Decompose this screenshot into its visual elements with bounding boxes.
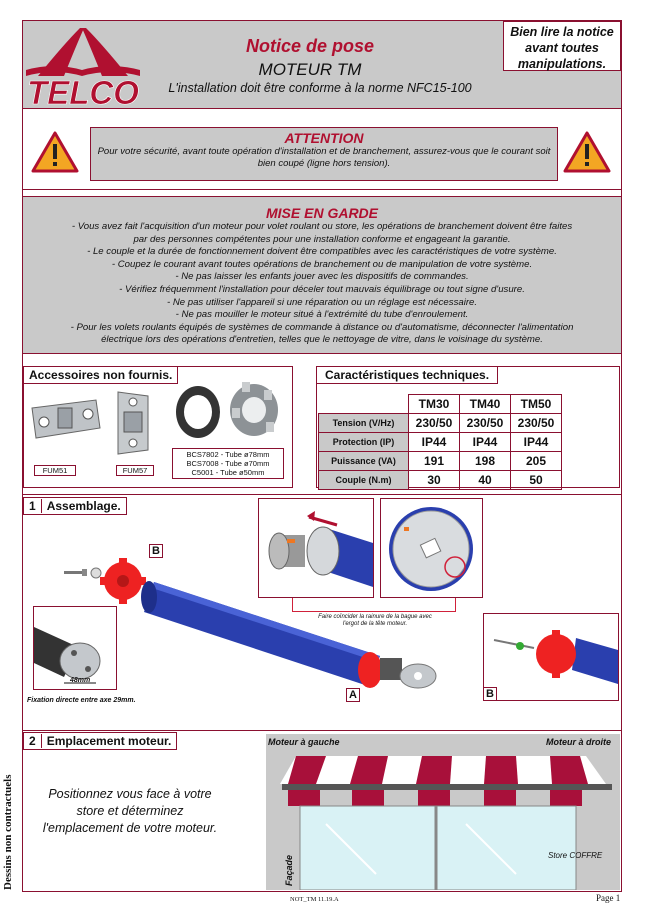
- mise-en-garde-title: MISE EN GARDE: [265, 205, 378, 221]
- row-label: Protection (IP): [318, 432, 409, 452]
- warning-line: - Vous avez fait l'acquisition d'un mote…: [71, 221, 573, 232]
- table-cell: 230/50: [459, 413, 511, 433]
- store-text: Store: [548, 851, 568, 860]
- fum57-label: FUM57: [116, 465, 154, 476]
- page-subtitle: MOTEUR TM: [258, 60, 362, 79]
- label-b: B: [483, 687, 497, 701]
- warning-line: par des personnes compétentes pour une i…: [133, 233, 511, 245]
- attention-box: ATTENTION Pour votre sécurité, avant tou…: [90, 127, 558, 181]
- read-notice-box: Bien lire la notice avant toutes manipul…: [503, 21, 621, 71]
- table-cell: 230/50: [408, 413, 460, 433]
- note-line: Faire coïncider la rainure de la bague a…: [318, 614, 432, 620]
- alignment-note: Faire coïncider la rainure de la bague a…: [300, 614, 450, 628]
- model-header: TM30: [408, 394, 460, 414]
- note-line: l'ergot de la tête moteur.: [342, 621, 408, 627]
- warning-icon: [31, 130, 79, 174]
- warning-icon: [563, 130, 611, 174]
- assembly-title: 1 Assemblage.: [23, 497, 127, 515]
- coffre-text: COFFRE: [569, 851, 603, 860]
- table-cell: 198: [459, 451, 511, 471]
- section-number: 1: [29, 499, 42, 513]
- placement-instruction: Positionnez vous face à votre store et d…: [42, 787, 218, 835]
- warning-line: - Pour les volets roulants équipés de sy…: [70, 321, 574, 333]
- fum51-label: FUM51: [34, 465, 76, 476]
- detail-b-inset: [483, 613, 619, 701]
- facade-label: Façade: [284, 854, 294, 886]
- specifications-table: TM30 TM40 TM50 Tension (V/Hz) 230/50 230…: [318, 394, 562, 490]
- telco-logo: TELCO: [24, 24, 142, 111]
- table-cell: 40: [459, 470, 511, 490]
- model-header: TM40: [459, 394, 511, 414]
- document-code: NOT_TM 11.19.A: [290, 896, 339, 903]
- accessories-title: Accessoires non fournis.: [23, 366, 179, 384]
- section-title-text: Emplacement moteur.: [46, 734, 172, 748]
- page-title: Notice de pose: [245, 36, 375, 56]
- divider: [23, 189, 621, 190]
- logo-text: TELCO: [27, 74, 139, 108]
- norm-text: L'installation doit être conforme à la n…: [168, 81, 472, 95]
- adapter-ring-ref: BCS7008 - Tube ø70mm: [186, 459, 270, 468]
- fixation-text: Fixation directe entre axe 29mm.: [27, 697, 136, 704]
- adapter-ring-ref: BCS7802 - Tube ø78mm: [186, 450, 270, 459]
- warning-line: - Le couple et la durée de fonctionnemen…: [87, 246, 557, 258]
- row-label: Puissance (VA): [318, 451, 409, 471]
- warning-line: - Coupez le courant avant toutes opérati…: [111, 258, 533, 270]
- detail-a-inset: [258, 498, 374, 598]
- storefront-illustration: [266, 734, 620, 891]
- dimension-label: 48mm: [70, 677, 91, 684]
- notice-line: Bien lire la notice: [510, 25, 614, 39]
- row-label: Tension (V/Hz): [318, 413, 409, 433]
- warning-line: - Ne pas laisser les enfants jouer avec …: [175, 271, 469, 283]
- table-row: Couple (N.m) 30 40 50: [318, 470, 562, 490]
- table-cell: 205: [510, 451, 562, 471]
- table-cell: 191: [408, 451, 460, 471]
- section-title-text: Assemblage.: [46, 499, 121, 513]
- store-label: Store COFFRE: [548, 851, 602, 860]
- label-b: B: [149, 544, 163, 558]
- motor-left-label: Moteur à gauche: [268, 737, 340, 747]
- assembly-section: [23, 494, 621, 728]
- warning-line: - Ne pas utiliser l'appareil si une répa…: [166, 296, 478, 308]
- notice-line: manipulations.: [517, 57, 607, 71]
- table-row: Protection (IP) IP44 IP44 IP44: [318, 432, 562, 452]
- callout-line: [292, 598, 456, 612]
- notice-line: avant toutes: [525, 41, 599, 55]
- placement-section: [23, 730, 621, 890]
- warning-line: - Vérifiez fréquemment l'installation po…: [119, 283, 525, 295]
- red-crown-image: [100, 558, 146, 609]
- screw-image: [64, 566, 104, 585]
- table-cell: IP44: [408, 432, 460, 452]
- page-number: Page 1: [596, 893, 621, 903]
- table-cell: 230/50: [510, 413, 562, 433]
- warning-line: électrique lors des opérations d'entreti…: [101, 334, 543, 346]
- warning-line: - Ne pas mouiller le moteur situé à l'ex…: [175, 309, 469, 321]
- table-row: Tension (V/Hz) 230/50 230/50 230/50: [318, 413, 562, 433]
- attention-title: ATTENTION: [284, 130, 364, 146]
- fum51-bracket-image: [30, 394, 102, 451]
- table-cell: IP44: [510, 432, 562, 452]
- motor-right-label: Moteur à droite: [546, 737, 612, 747]
- fum57-bracket-image: [112, 388, 154, 463]
- table-row: Puissance (VA) 191 198 205: [318, 451, 562, 471]
- ring-alignment-inset: [380, 498, 483, 598]
- mise-en-garde-box: MISE EN GARDE - Vous avez fait l'acquisi…: [23, 196, 621, 354]
- adapter-rings-image: [172, 378, 284, 449]
- table-cell: IP44: [459, 432, 511, 452]
- model-header: TM50: [510, 394, 562, 414]
- table-cell: 50: [510, 470, 562, 490]
- placement-title: 2 Emplacement moteur.: [23, 732, 178, 750]
- adapter-rings-label: BCS7802 - Tube ø78mm BCS7008 - Tube ø70m…: [172, 448, 284, 479]
- section-number: 2: [29, 734, 42, 748]
- specifications-title: Caractéristiques techniques.: [316, 366, 499, 384]
- table-cell: 30: [408, 470, 460, 490]
- adapter-ring-ref: C5001 - Tube ø50mm: [191, 468, 265, 477]
- motor-tube-image: [140, 560, 460, 705]
- disclaimer-vertical: Dessins non contractuels: [2, 774, 14, 890]
- attention-text: Pour votre sécurité, avant toute opérati…: [97, 146, 551, 169]
- row-label: Couple (N.m): [318, 470, 409, 490]
- label-a: A: [346, 688, 360, 702]
- fixation-inset: [33, 606, 117, 690]
- page-frame: [22, 20, 622, 892]
